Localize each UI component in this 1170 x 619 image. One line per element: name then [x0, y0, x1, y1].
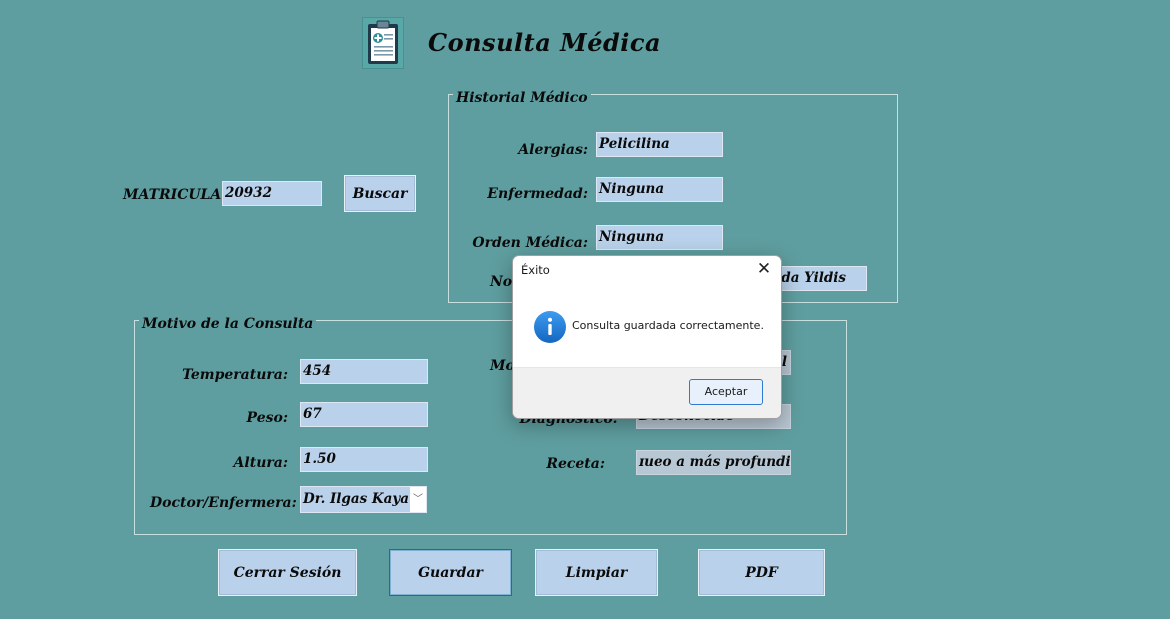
alergias-input[interactable]: Pelicilina: [596, 132, 723, 157]
historial-medico-title: Historial Médico: [453, 90, 591, 106]
motivo-consulta-group: [134, 320, 847, 535]
peso-label: Peso:: [246, 410, 288, 426]
guardar-button[interactable]: Guardar: [389, 549, 512, 596]
limpiar-button[interactable]: Limpiar: [535, 549, 658, 596]
dialog-title: Éxito: [521, 263, 550, 277]
cerrar-sesion-button[interactable]: Cerrar Sesión: [218, 549, 357, 596]
altura-input[interactable]: 1.50: [300, 447, 428, 472]
buscar-button[interactable]: Buscar: [344, 175, 416, 212]
info-icon: [533, 310, 567, 344]
dialog-message: Consulta guardada correctamente.: [572, 319, 764, 332]
page-title: Consulta Médica: [428, 28, 662, 57]
nombre-input[interactable]: da Yildis: [740, 266, 867, 291]
altura-label: Altura:: [233, 455, 288, 471]
matricula-input[interactable]: 20932: [222, 181, 322, 206]
doctor-select[interactable]: Dr. Ilgas Kaya ﹀: [300, 486, 427, 513]
orden-medica-input[interactable]: Ninguna: [596, 225, 723, 250]
motivo-consulta-title: Motivo de la Consulta: [139, 316, 317, 332]
temperatura-label: Temperatura:: [182, 367, 288, 383]
alergias-label: Alergias:: [518, 142, 588, 158]
receta-label: Receta:: [546, 456, 605, 472]
dialog-footer: Aceptar: [513, 367, 781, 418]
aceptar-button[interactable]: Aceptar: [689, 379, 763, 405]
enfermedad-label: Enfermedad:: [487, 186, 588, 202]
receta-input[interactable]: ɪueo a más profundidad: [636, 450, 791, 475]
pdf-button[interactable]: PDF: [698, 549, 825, 596]
orden-medica-label: Orden Médica:: [472, 235, 588, 251]
motivo-label: Mo: [490, 358, 515, 374]
clipboard-medical-icon: [362, 17, 404, 69]
temperatura-input[interactable]: 454: [300, 359, 428, 384]
chevron-down-icon[interactable]: ﹀: [410, 487, 426, 512]
doctor-label: Doctor/Enfermera:: [150, 495, 297, 511]
matricula-label: MATRICULA: [123, 187, 222, 203]
doctor-select-value: Dr. Ilgas Kaya: [303, 491, 409, 507]
close-icon[interactable]: ✕: [756, 259, 772, 279]
peso-input[interactable]: 67: [300, 402, 428, 427]
enfermedad-input[interactable]: Ninguna: [596, 177, 723, 202]
success-dialog: Éxito ✕ Consulta guardada correctamente.…: [512, 255, 782, 419]
